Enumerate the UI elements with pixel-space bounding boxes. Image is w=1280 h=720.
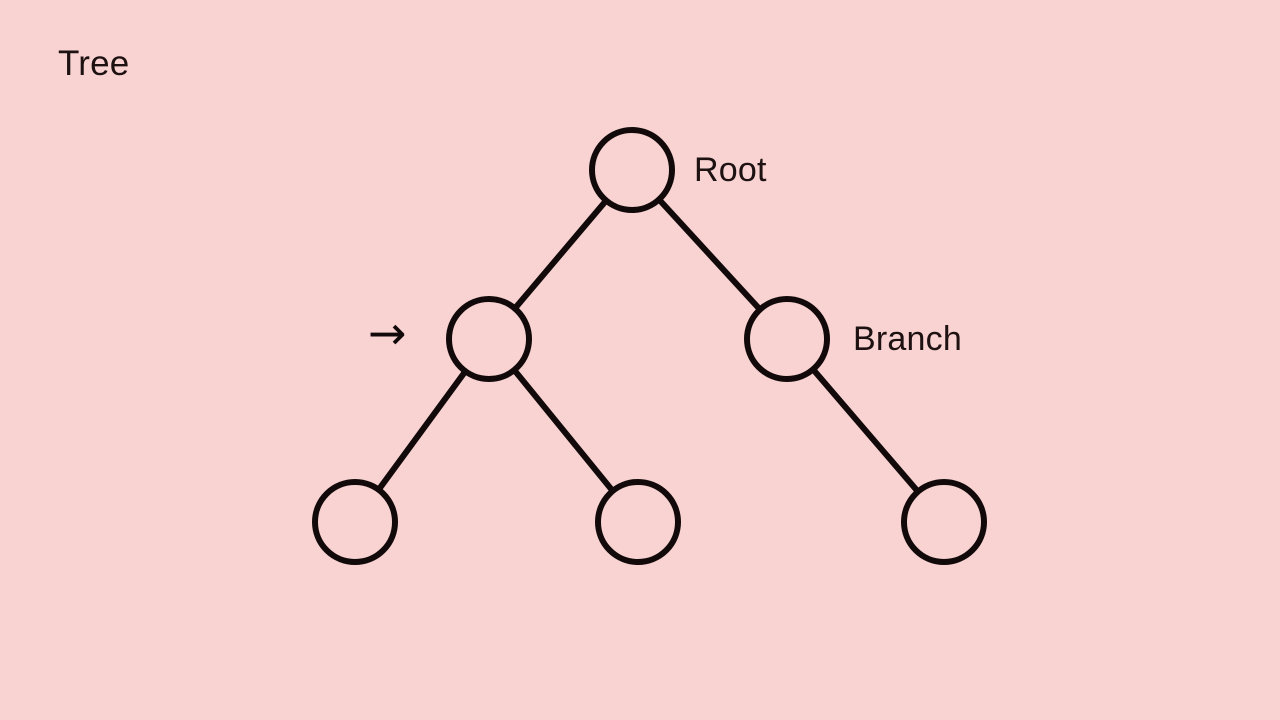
node-label-branch: Branch bbox=[853, 320, 962, 358]
page-title: Tree bbox=[58, 44, 130, 83]
tree-node-left-mid[interactable] bbox=[446, 296, 532, 382]
pointer-arrow-icon: → bbox=[368, 306, 407, 360]
tree-node-root[interactable] bbox=[589, 127, 675, 213]
tree-node-leaf-right[interactable] bbox=[901, 479, 987, 565]
tree-node-right-mid[interactable] bbox=[744, 296, 830, 382]
node-label-root: Root bbox=[694, 151, 767, 189]
tree-node-leaf-left[interactable] bbox=[312, 479, 398, 565]
node-layer bbox=[312, 127, 987, 565]
tree-node-leaf-middle[interactable] bbox=[595, 479, 681, 565]
